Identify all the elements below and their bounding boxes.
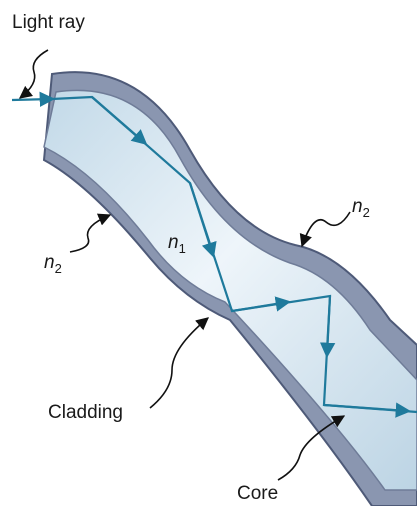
ray-arrow-2: [188, 182, 217, 258]
ray-arrow-5: [323, 402, 412, 418]
n2-top-label: n2: [352, 196, 370, 220]
light-ray-label: Light ray: [12, 12, 85, 33]
n2-top-pointer: [299, 211, 351, 248]
ray-arrow-4: [319, 295, 336, 359]
incoming-ray: [11, 91, 56, 108]
light-ray-pointer: [18, 49, 49, 99]
core-label: Core: [237, 483, 278, 504]
core-pointer: [277, 415, 346, 481]
n2-left-pointer: [69, 213, 112, 253]
ray-arrow-1: [91, 96, 148, 146]
n2-left-label: n2: [44, 252, 62, 276]
n1-label: n1: [168, 232, 186, 256]
ray-arrow-3: [231, 296, 292, 313]
cladding-label: Cladding: [48, 402, 123, 423]
cladding-pointer: [149, 317, 209, 409]
